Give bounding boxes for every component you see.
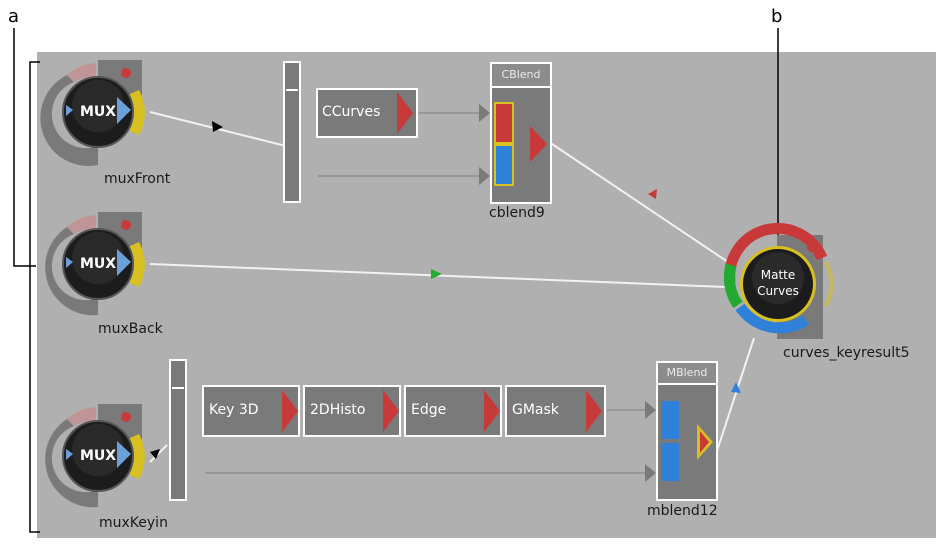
key3d-label: Key 3D xyxy=(209,402,259,418)
callout-a-leader xyxy=(13,28,36,267)
mux-keyin-badge: MUX xyxy=(80,448,117,464)
output-arrow-icon xyxy=(530,126,547,162)
mux-keyin-name: muxKeyin xyxy=(99,515,168,531)
link-mblend-to-matte xyxy=(715,337,755,455)
callout-b-label: b xyxy=(771,6,783,27)
output-arrow-icon xyxy=(117,249,131,276)
matte-curves-name: curves_keyresult5 xyxy=(783,345,910,361)
mux-front-badge: MUX xyxy=(80,104,117,120)
link-muxkeyin-to-switch xyxy=(149,444,168,463)
mux-front-name: muxFront xyxy=(104,171,171,187)
output-arrow-icon xyxy=(586,390,602,432)
switch-bar-top[interactable] xyxy=(283,61,301,203)
output-arrow-icon xyxy=(484,390,500,432)
mblend-header: MBlend xyxy=(666,366,708,379)
gmask-node[interactable] xyxy=(505,385,606,437)
play-icon xyxy=(66,449,73,460)
connections xyxy=(149,111,755,474)
direction-arrow xyxy=(212,121,223,132)
direction-arrow xyxy=(150,449,160,459)
output-arrow-icon xyxy=(117,441,131,468)
output-arrow-icon xyxy=(117,97,131,124)
status-dot-icon xyxy=(121,68,131,78)
status-dot-icon xyxy=(121,220,131,230)
gmask-label: GMask xyxy=(512,402,559,418)
output-arrow-icon xyxy=(282,390,298,432)
cblend-node[interactable] xyxy=(479,62,552,204)
link-cblend-to-matte xyxy=(548,141,729,263)
output-arrow-icon xyxy=(383,390,399,432)
output-arrow-icon xyxy=(397,92,413,134)
edge-node[interactable] xyxy=(404,385,502,437)
direction-arrow xyxy=(731,382,741,393)
ccurves-label: CCurves xyxy=(322,104,381,120)
histo-label: 2DHisto xyxy=(310,402,366,418)
play-icon xyxy=(66,105,73,116)
cblend-name: cblend9 xyxy=(489,205,545,221)
edge-label: Edge xyxy=(411,402,447,418)
mblend-node[interactable] xyxy=(645,361,718,501)
matte-curves-line2: Curves xyxy=(757,284,799,298)
mux-front-node[interactable] xyxy=(40,60,145,166)
direction-arrow xyxy=(431,269,442,279)
mux-back-badge: MUX xyxy=(80,256,117,272)
matte-curves-line1: Matte xyxy=(760,268,796,282)
play-icon xyxy=(66,257,73,268)
cblend-header: CBlend xyxy=(501,68,541,81)
status-dot-icon xyxy=(121,412,131,422)
callout-a-label: a xyxy=(8,6,20,27)
ccurves-node[interactable] xyxy=(316,88,418,138)
mux-back-name: muxBack xyxy=(98,321,163,337)
mblend-name: mblend12 xyxy=(647,503,718,519)
histo-node[interactable] xyxy=(303,385,401,437)
switch-bar-bottom[interactable] xyxy=(169,359,187,501)
mux-keyin-node[interactable] xyxy=(45,404,145,508)
mux-back-node[interactable] xyxy=(45,212,145,316)
direction-arrow xyxy=(648,189,657,199)
key3d-node[interactable] xyxy=(202,385,300,437)
matte-curves-node[interactable] xyxy=(723,222,834,339)
callout-a-bracket xyxy=(29,61,40,533)
